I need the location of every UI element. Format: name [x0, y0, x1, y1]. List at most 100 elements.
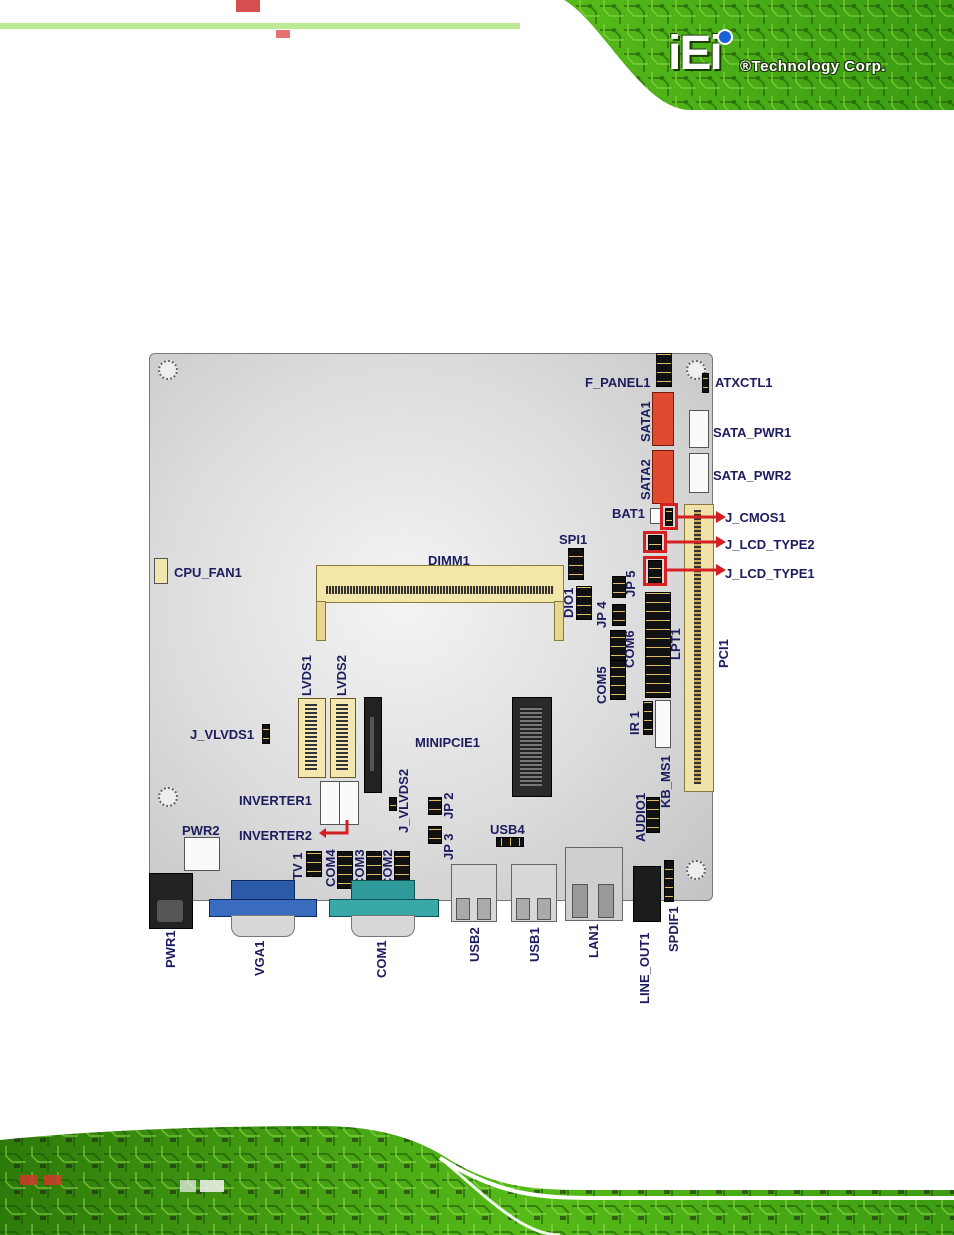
j-lcd-type2-header	[648, 535, 662, 550]
label-j-vlvds1: J_VLVDS1	[190, 727, 255, 742]
label-j-vlvds2: J_VLVDS2	[396, 768, 411, 833]
sata1-connector	[652, 392, 674, 446]
label-pwr2: PWR2	[182, 823, 220, 838]
label-usb2: USB2	[467, 927, 482, 962]
label-spdif1: SPDIF1	[666, 906, 681, 952]
sata-pwr1-connector	[689, 410, 709, 448]
label-line-out1: LINE_OUT1	[637, 932, 652, 1004]
label-jp3: JP 3	[441, 833, 456, 860]
label-jp2: JP 2	[441, 792, 456, 819]
j-lcd-type2-highlight	[643, 531, 667, 553]
label-dimm1: DIMM1	[428, 553, 470, 568]
ir1-header	[643, 701, 653, 735]
atxctl1-header	[702, 373, 709, 393]
spi1-header	[568, 548, 584, 580]
mounting-hole-icon	[158, 787, 178, 807]
label-dio1: DIO1	[561, 587, 576, 618]
label-lan1: LAN1	[586, 924, 601, 958]
label-usb1: USB1	[527, 927, 542, 962]
spdif1-header	[664, 860, 674, 902]
usb2-slot-a	[456, 898, 470, 920]
jp5-header	[612, 576, 626, 598]
company-name: ®Technology Corp.	[740, 58, 886, 75]
label-vga1: VGA1	[252, 940, 267, 976]
j-lcd-type1-header	[648, 560, 662, 583]
pci1-pins	[694, 510, 701, 784]
header-banner	[0, 0, 954, 112]
com1-shell	[351, 915, 415, 937]
label-lpt1: LPT1	[668, 628, 683, 660]
label-sata1: SATA1	[638, 401, 653, 442]
j-vlvds2-header	[389, 797, 397, 811]
label-com4: COM4	[323, 849, 338, 887]
dimm1-pins	[326, 586, 554, 594]
label-pci1: PCI1	[716, 639, 731, 668]
label-j-lcd-type2: J_LCD_TYPE2	[725, 537, 815, 552]
j-vlvds1-header	[262, 724, 270, 744]
label-usb4: USB4	[490, 822, 525, 837]
jp2-header	[428, 797, 442, 815]
mounting-hole-icon	[686, 360, 706, 380]
motherboard-outline	[149, 353, 713, 901]
label-jp5: JP 5	[623, 570, 638, 597]
minipcie1-pins	[520, 706, 542, 786]
label-minipcie1: MINIPCIE1	[415, 735, 481, 750]
lvds2-pins	[336, 704, 348, 770]
label-atxctl1: ATXCTL1	[715, 375, 773, 390]
j-lcd-type1-highlight	[643, 556, 667, 586]
j-cmos1-highlight	[660, 503, 678, 530]
label-f-panel1: F_PANEL1	[585, 375, 651, 390]
inverter2-connector	[339, 781, 359, 825]
line-out1-jack	[633, 866, 661, 922]
vga1-shell	[231, 915, 295, 937]
label-sata2: SATA2	[638, 459, 653, 500]
pwr1-jack-inner	[157, 900, 183, 922]
label-tv1: TV 1	[290, 852, 305, 880]
lan1-slot-a	[572, 884, 588, 918]
usb1-slot-a	[516, 898, 530, 920]
label-spi1: SPI1	[559, 532, 588, 547]
com5-header	[610, 660, 626, 700]
label-bat1: BAT1	[612, 506, 645, 521]
dimm1-latch-left	[316, 601, 326, 641]
label-lvds1: LVDS1	[299, 655, 314, 696]
lpt1-header	[645, 592, 671, 698]
cpu-fan1-connector	[154, 558, 168, 584]
lvds1-pins	[305, 704, 317, 770]
minipcie-standoff-slot	[370, 717, 374, 771]
f-panel1-header	[656, 353, 672, 387]
label-sata-pwr2: SATA_PWR2	[713, 468, 792, 483]
sata2-connector	[652, 450, 674, 504]
usb2-slot-b	[477, 898, 491, 920]
label-kb-ms1: KB_MS1	[658, 755, 673, 808]
com4-header	[337, 851, 353, 889]
label-j-cmos1: J_CMOS1	[725, 510, 786, 525]
label-com5: COM5	[594, 666, 609, 704]
audio1-header	[646, 797, 660, 833]
label-com1: COM1	[374, 940, 389, 978]
jp4-header	[612, 604, 626, 626]
jp3-header	[428, 826, 442, 844]
label-j-lcd-type1: J_LCD_TYPE1	[725, 566, 815, 581]
logo-dot-icon	[717, 29, 733, 45]
label-pwr1: PWR1	[163, 930, 178, 968]
usb1-slot-b	[537, 898, 551, 920]
label-audio1: AUDIO1	[633, 792, 648, 842]
inverter2-arrow-icon	[319, 820, 349, 838]
ir1-white-connector	[655, 700, 671, 748]
mounting-hole-icon	[686, 860, 706, 880]
dio1-header	[576, 586, 592, 620]
label-jp4: JP 4	[594, 601, 609, 628]
label-inverter1: INVERTER1	[239, 793, 312, 808]
iei-logo: iEi	[668, 27, 723, 80]
label-cpu-fan1: CPU_FAN1	[174, 565, 242, 580]
mounting-hole-icon	[158, 360, 178, 380]
tv1-header	[306, 851, 322, 877]
label-ir1: IR 1	[627, 711, 642, 735]
label-inverter2: INVERTER2	[239, 828, 312, 843]
j-cmos1-header	[665, 508, 673, 526]
callout-arrows	[667, 511, 726, 576]
sata-pwr2-connector	[689, 453, 709, 493]
lan1-slot-b	[598, 884, 614, 918]
footer-banner	[0, 1126, 954, 1235]
